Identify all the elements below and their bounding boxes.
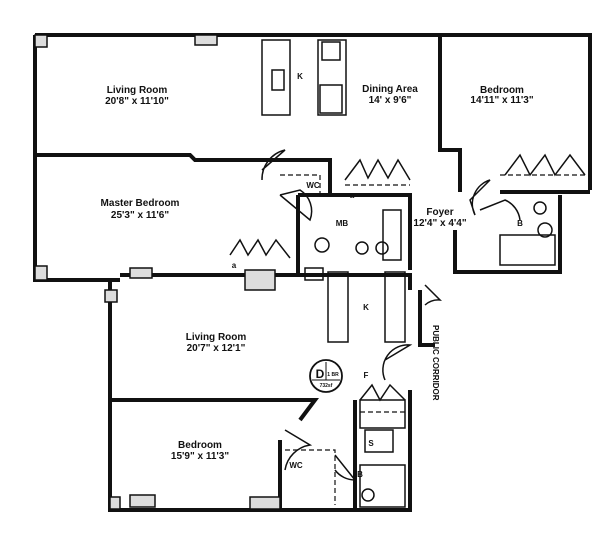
room-living-room-2: Living Room 20'7" x 12'1" <box>186 332 247 354</box>
room-dims: 20'7" x 12'1" <box>187 343 246 354</box>
kitchen-mark: K <box>297 72 303 81</box>
room-marks: K K WC WC MB B B F S a a <box>232 72 523 479</box>
kitchen-mark: K <box>363 303 369 312</box>
room-name: Living Room <box>107 85 168 96</box>
room-name: Bedroom <box>480 85 524 96</box>
a-mark: a <box>232 261 237 270</box>
room-bedroom-2: Bedroom 15'9" x 11'3" <box>171 440 229 462</box>
doors <box>261 149 521 481</box>
bath-mark: B <box>357 470 363 479</box>
public-corridor-label: PUBLIC CORRIDOR <box>431 325 440 401</box>
room-master-bedroom: Master Bedroom 25'3" x 11'6" <box>101 198 180 221</box>
master-bath-mark: MB <box>336 219 349 228</box>
walk-in-closet-mark: WC <box>306 181 320 190</box>
room-dims: 20'8" x 11'10" <box>105 96 169 107</box>
walls <box>33 33 592 512</box>
foyer-mark: F <box>364 371 369 380</box>
room-dims: 14'11" x 11'3" <box>470 95 533 106</box>
unit-type: 1 BR <box>327 372 339 378</box>
unit-badge: D 1 BR 732sf <box>309 359 343 393</box>
room-dims: 25'3" x 11'6" <box>111 210 169 221</box>
room-dims: 15'9" x 11'3" <box>171 451 229 462</box>
room-foyer: Foyer 12'4" x 4'4" <box>413 207 466 229</box>
fixtures <box>229 39 590 508</box>
walk-in-closet-mark: WC <box>289 461 303 470</box>
closet-mark: S <box>368 439 374 448</box>
room-bedroom-1: Bedroom 14'11" x 11'3" <box>470 85 533 106</box>
room-name: Dining Area <box>362 84 418 95</box>
room-dims: 12'4" x 4'4" <box>413 218 466 229</box>
room-name: Bedroom <box>178 440 222 451</box>
unit-letter: D <box>316 367 325 381</box>
columns <box>34 34 281 510</box>
room-name: Master Bedroom <box>101 198 180 209</box>
room-dims: 14' x 9'6" <box>369 95 412 106</box>
room-name: Living Room <box>186 332 247 343</box>
room-dining-area: Dining Area 14' x 9'6" <box>362 84 418 106</box>
unit-area: 732sf <box>320 383 333 389</box>
a-mark: a <box>350 191 355 200</box>
bath-mark: B <box>517 219 523 228</box>
room-name: Foyer <box>426 207 453 218</box>
room-living-room-1: Living Room 20'8" x 11'10" <box>105 85 169 107</box>
